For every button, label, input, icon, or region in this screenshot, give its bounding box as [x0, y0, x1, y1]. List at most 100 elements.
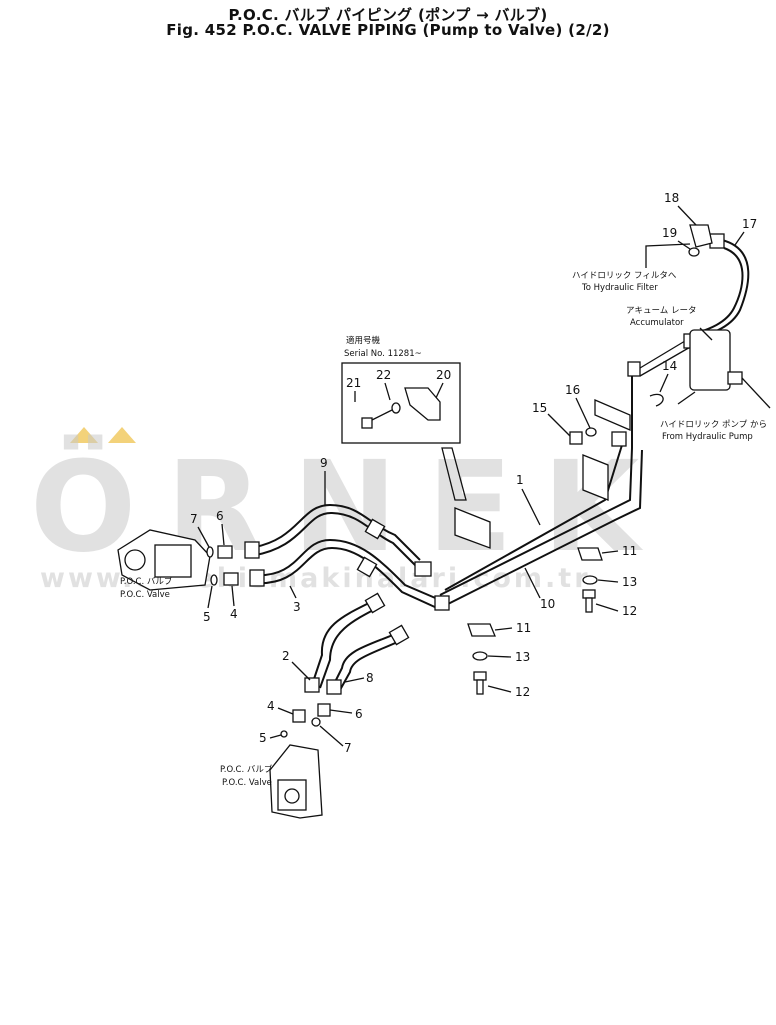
- watermark-accent-left: [70, 427, 98, 443]
- fitting-6-bottom: [317, 703, 331, 717]
- figure-title: Fig. 452 P.O.C. VALVE PIPING (Pump to Va…: [166, 21, 610, 39]
- callout-2: 2: [282, 649, 290, 663]
- o-ring-19: [688, 247, 700, 257]
- callout-12-right: 12: [622, 604, 637, 618]
- o-ring-7-bottom: [311, 717, 321, 727]
- pipe-assembly: [244, 224, 771, 695]
- washer-13-right: [582, 575, 598, 585]
- fitting: [611, 431, 627, 447]
- o-ring-5-left: [210, 574, 218, 586]
- label-valve-bottom-en: P.O.C. Valve: [222, 778, 272, 788]
- label-accumulator-en: Accumulator: [630, 318, 684, 328]
- fitting: [356, 556, 378, 578]
- label-filter-jp: ハイドロリック フィルタへ: [572, 271, 677, 281]
- washer-22: [391, 402, 401, 414]
- callout-9: 9: [320, 456, 328, 470]
- fitting-4-left: [223, 572, 239, 586]
- callout-14: 14: [662, 359, 677, 373]
- callout-4-left: 4: [230, 607, 238, 621]
- callout-13-left: 13: [515, 650, 530, 664]
- clamp-11-right: [577, 547, 603, 561]
- inset-label-serial: Serial No. 11281~: [344, 349, 422, 359]
- location-labels: ハイドロリック フィルタへ To Hydraulic Filter アキューム …: [120, 243, 767, 788]
- fitting: [249, 569, 265, 587]
- fitting-4-bottom: [292, 709, 306, 723]
- watermark-accent-right: [108, 427, 136, 443]
- bracket-upper: [582, 454, 609, 501]
- pipe-1-outer: [445, 449, 643, 606]
- fitting: [364, 518, 386, 540]
- washer-16: [585, 427, 597, 437]
- label-valve-bottom-jp: P.O.C. バルブ: [220, 764, 273, 775]
- callout-13-right: 13: [622, 575, 637, 589]
- o-ring-7-left: [206, 546, 214, 558]
- callout-10: 10: [540, 597, 555, 611]
- bolt-12-left: [473, 671, 487, 681]
- pipe-elbow: [627, 361, 641, 377]
- callout-4-bottom: 4: [267, 699, 275, 713]
- serial-inset: 適用号機 Serial No. 11281~ 21 22 20: [341, 335, 461, 444]
- clip-14: [649, 393, 664, 407]
- clamp-11-left: [467, 623, 496, 637]
- pipe-to-accumulator: [639, 337, 691, 369]
- callout-6-bottom: 6: [355, 707, 363, 721]
- elbow-18: [689, 224, 713, 248]
- pipe-1: [439, 372, 633, 596]
- bolt-21: [361, 417, 373, 429]
- fitting-6-left: [217, 545, 233, 559]
- poc-valve-left: [117, 529, 239, 591]
- callout-16: 16: [565, 383, 580, 397]
- label-filter-en: To Hydraulic Filter: [581, 283, 658, 293]
- callout-7-bottom: 7: [344, 741, 352, 755]
- accumulator-port: [727, 371, 743, 385]
- bolt-12-right: [582, 589, 596, 599]
- o-ring-5-bottom: [280, 730, 288, 738]
- fitting: [244, 541, 260, 559]
- nut-15: [569, 431, 583, 445]
- accumulator: [689, 329, 731, 391]
- callout-15: 15: [532, 401, 547, 415]
- bracket-lower: [454, 507, 491, 549]
- label-pump-jp: ハイドロリック ポンプ から: [660, 420, 767, 430]
- inset-label-jp: 適用号機: [346, 335, 381, 346]
- hose-3: [254, 538, 441, 601]
- callout-7-left: 7: [190, 512, 198, 526]
- washer-13-left: [472, 651, 488, 661]
- label-valve-left-en: P.O.C. Valve: [120, 590, 170, 600]
- tee-fitting: [414, 561, 432, 577]
- callouts: 1 2 3 4 4 5 5 6 6 7 7 8 9 10: [190, 191, 757, 755]
- fitting: [388, 624, 410, 646]
- fitting: [304, 677, 320, 693]
- hose-2: [311, 599, 376, 686]
- hose-8: [331, 631, 401, 689]
- inset-part-21: 21: [346, 376, 361, 390]
- bracket-20: [404, 387, 441, 421]
- callout-19: 19: [662, 226, 677, 240]
- callout-11-left: 11: [516, 621, 531, 635]
- label-valve-left-jp: P.O.C. バルブ: [120, 576, 173, 587]
- callout-18: 18: [664, 191, 679, 205]
- mounting-plate: [594, 399, 631, 431]
- title-japanese: P.O.C. バルブ パイピング (ポンプ → バルブ): [228, 6, 548, 24]
- inset-part-22: 22: [376, 368, 391, 382]
- fitting: [326, 679, 342, 695]
- pipe-sleeve: [441, 447, 467, 501]
- label-accumulator-jp: アキューム レータ: [626, 306, 696, 316]
- callout-5-bottom: 5: [259, 731, 267, 745]
- poc-valve-bottom: [269, 703, 331, 819]
- pipe-10: [444, 444, 623, 591]
- callout-5-left: 5: [203, 610, 211, 624]
- callout-3: 3: [293, 600, 301, 614]
- label-pump-en: From Hydraulic Pump: [662, 432, 753, 442]
- fitting: [364, 592, 386, 614]
- callout-17: 17: [742, 217, 757, 231]
- inset-part-20: 20: [436, 368, 451, 382]
- callout-8: 8: [366, 671, 374, 685]
- callout-12-left: 12: [515, 685, 530, 699]
- callout-6-left: 6: [216, 509, 224, 523]
- callout-11-right: 11: [622, 544, 637, 558]
- tee-fitting: [434, 595, 450, 611]
- callout-1: 1: [516, 473, 524, 487]
